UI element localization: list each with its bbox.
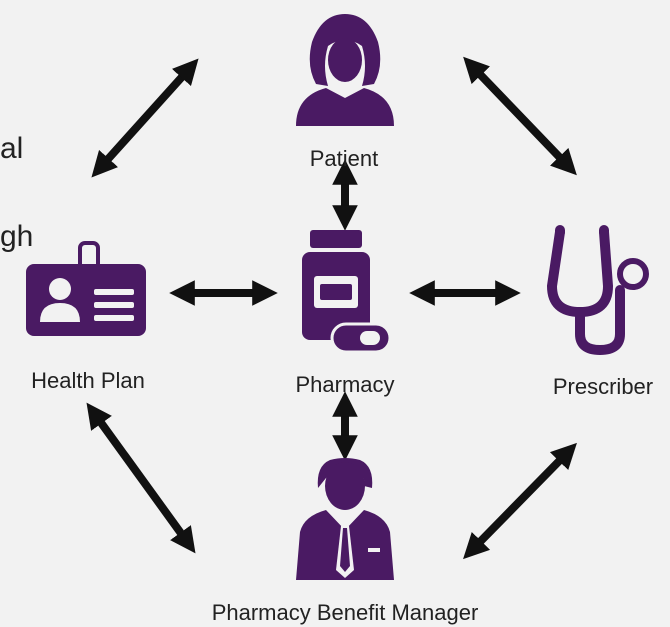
- businessman-icon: [296, 458, 394, 580]
- arrow-health-plan-pbm: [86, 402, 196, 554]
- node-label-health-plan: Health Plan: [31, 368, 145, 393]
- arrow-prescriber-pbm: [463, 442, 577, 560]
- node-label-pharmacy: Pharmacy: [295, 372, 394, 397]
- stethoscope-icon: [546, 225, 649, 356]
- background-text-fragment: gh: [0, 220, 33, 253]
- background-text-fragment: al: [0, 132, 23, 165]
- arrow-patient-health-plan: [91, 58, 199, 178]
- node-label-prescriber: Prescriber: [553, 374, 653, 399]
- arrow-patient-prescriber: [463, 56, 577, 176]
- connection-arrows: [86, 56, 577, 560]
- node-label-pbm: Pharmacy Benefit Manager: [212, 600, 479, 625]
- node-label-patient: Patient: [310, 146, 379, 171]
- pill-bottle-icon: [302, 230, 392, 354]
- id-card-icon: [26, 241, 146, 336]
- patient-icon: [296, 14, 394, 126]
